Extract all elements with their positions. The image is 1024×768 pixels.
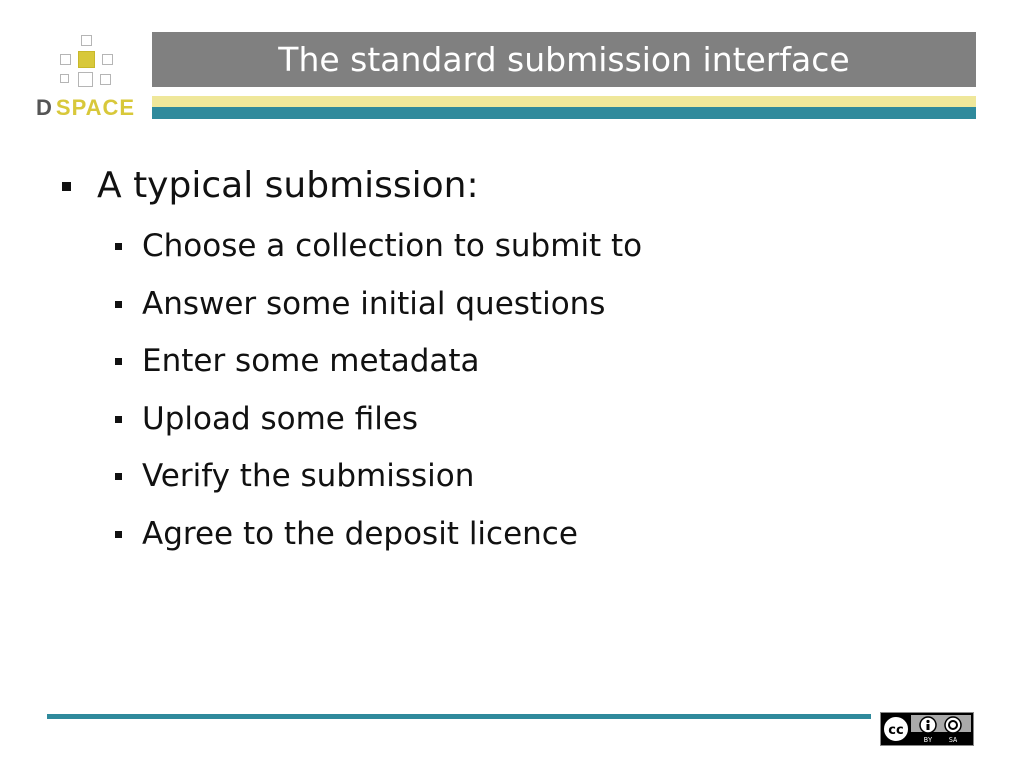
- cc-sa-label: SA: [949, 736, 958, 744]
- cc-icon: [882, 715, 910, 743]
- slide-title-bar: The standard submission interface: [152, 32, 976, 87]
- cc-badge-graphic: cc BY SA: [881, 713, 973, 745]
- list-item: Answer some initial questions: [60, 276, 980, 334]
- logo-square: [78, 72, 93, 87]
- list-item: Upload some files: [60, 391, 980, 449]
- bullet-heading: A typical submission:: [60, 160, 980, 212]
- logo-square: [100, 74, 111, 85]
- header-yellow-band: [152, 96, 976, 107]
- svg-text:cc: cc: [888, 723, 903, 738]
- list-item: Verify the submission: [60, 448, 980, 506]
- cc-by-sa-icon: cc BY SA: [880, 712, 974, 746]
- logo-square-highlight: [78, 51, 95, 68]
- logo-square: [81, 35, 92, 46]
- slide-title: The standard submission interface: [278, 40, 850, 79]
- list-item: Agree to the deposit licence: [60, 506, 980, 564]
- logo-square: [60, 54, 71, 65]
- slide-content: A typical submission: Choose a collectio…: [60, 160, 980, 563]
- logo-square: [102, 54, 113, 65]
- sa-share-alike-icon: [944, 716, 962, 734]
- header-teal-band: [152, 107, 976, 119]
- list-item: Enter some metadata: [60, 333, 980, 391]
- list-item: Choose a collection to submit to: [60, 218, 980, 276]
- logo-square: [60, 74, 69, 83]
- sub-bullet-list: Choose a collection to submit to Answer …: [60, 218, 980, 563]
- footer-teal-line: [47, 714, 871, 719]
- cc-by-label: BY: [924, 736, 933, 744]
- logo-word-space: SPACE: [55, 95, 136, 120]
- logo-letter-d: D: [36, 95, 53, 120]
